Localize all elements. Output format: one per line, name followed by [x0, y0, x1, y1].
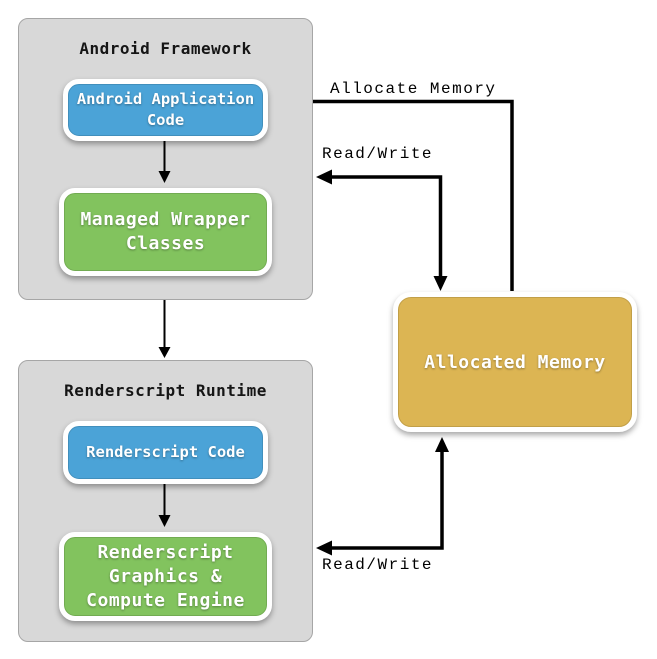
managed-wrapper-classes-box: Managed Wrapper Classes — [59, 188, 272, 276]
android-framework-title: Android Framework — [79, 39, 252, 58]
renderscript-code-box: Renderscript Code — [63, 421, 268, 484]
framework-to-runtime-arrow — [158, 300, 171, 358]
android-application-code-label: Android Application Code — [76, 90, 255, 129]
read-write-bottom-arrow — [316, 437, 449, 556]
managed-wrapper-classes-label: Managed Wrapper Classes — [80, 209, 251, 254]
read-write-bottom-arrow-label: Read/Write — [322, 556, 434, 574]
renderscript-runtime-panel: Renderscript Runtime Renderscript Code R… — [18, 360, 313, 642]
read-write-top-arrow-label: Read/Write — [322, 145, 434, 163]
renderscript-code-label: Renderscript Code — [86, 443, 245, 461]
allocated-memory-box: Allocated Memory — [393, 292, 637, 432]
renderscript-engine-box: Renderscript Graphics & Compute Engine — [59, 532, 272, 621]
renderscript-runtime-title: Renderscript Runtime — [64, 381, 267, 400]
android-framework-panel: Android Framework Android Application Co… — [18, 18, 313, 300]
read-write-top-arrow — [316, 169, 448, 291]
renderscript-engine-label: Renderscript Graphics & Compute Engine — [86, 541, 245, 611]
allocate-memory-arrow-label: Allocate Memory — [330, 80, 497, 98]
allocate-memory-arrow — [313, 99, 514, 291]
android-application-code-box: Android Application Code — [63, 79, 268, 141]
allocated-memory-label: Allocated Memory — [424, 351, 606, 373]
